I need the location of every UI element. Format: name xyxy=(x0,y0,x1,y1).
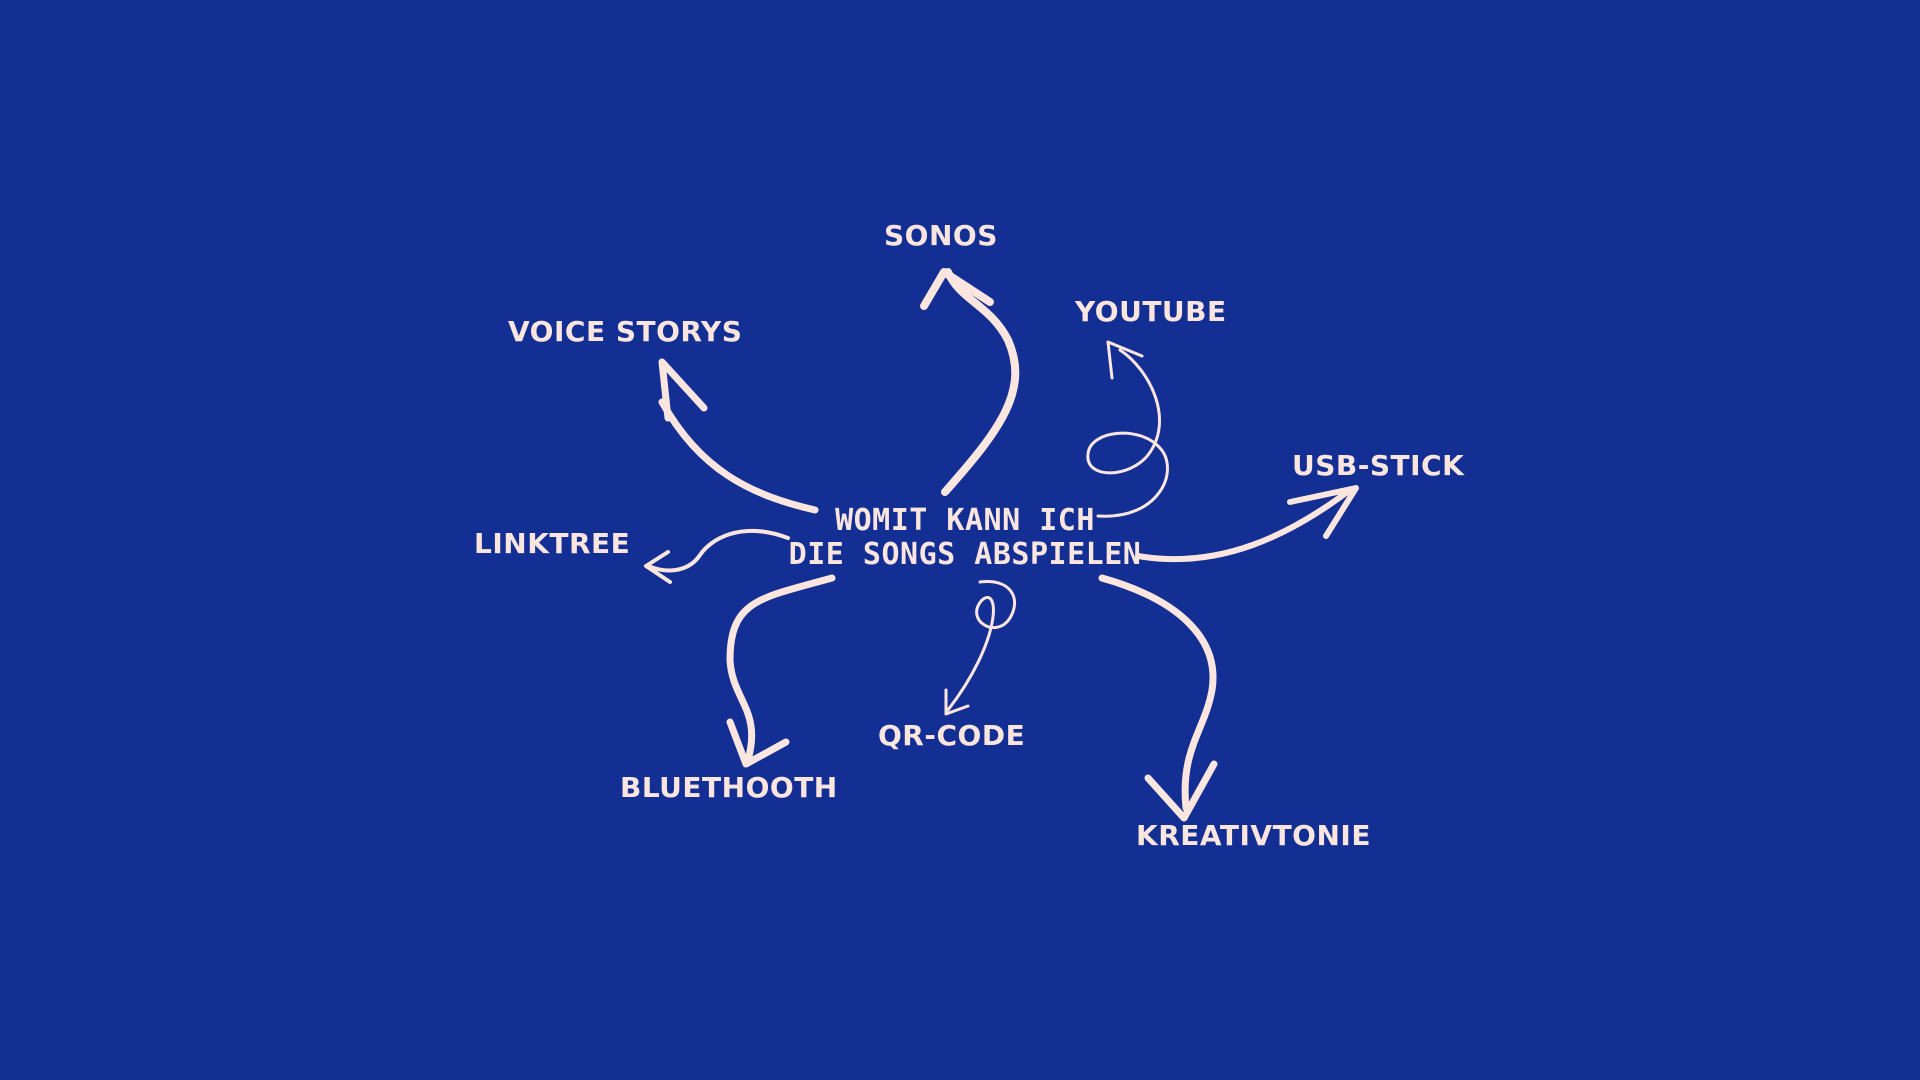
node-kreativtonie: KREATIVTONIE xyxy=(1136,819,1371,852)
arrowhead-kreativtonie xyxy=(1144,760,1218,822)
node-usb-stick: USB-STICK xyxy=(1292,449,1465,482)
arrow-to-sonos xyxy=(941,268,1020,496)
central-question: WOMIT KANN ICH DIE SONGS ABSPIELEN xyxy=(780,504,1150,572)
arrow-to-usb-stick xyxy=(1135,487,1353,563)
arrowhead-sonos xyxy=(920,268,994,310)
arrowhead-linktree xyxy=(644,550,672,584)
arrow-to-bluethooth xyxy=(726,574,836,764)
arrow-to-linktree xyxy=(646,528,790,573)
central-question-line-1: WOMIT KANN ICH xyxy=(835,503,1095,538)
arrowhead-usb-stick xyxy=(1287,485,1359,539)
arrow-to-kreativtonie xyxy=(1098,574,1217,812)
node-bluethooth: BLUETHOOTH xyxy=(620,771,838,804)
arrow-to-youtube xyxy=(1086,348,1169,518)
arrowhead-qr-code xyxy=(944,688,970,716)
node-linktree: LINKTREE xyxy=(474,527,631,560)
node-youtube: YOUTUBE xyxy=(1075,295,1227,328)
node-sonos: SONOS xyxy=(884,219,998,252)
arrow-to-voice-storys xyxy=(658,398,819,514)
node-qr-code: QR-CODE xyxy=(878,719,1026,752)
arrowhead-youtube xyxy=(1106,340,1144,380)
node-voice-storys: VOICE STORYS xyxy=(508,315,743,348)
central-question-line-2: DIE SONGS ABSPIELEN xyxy=(788,537,1142,572)
arrowhead-voice-storys xyxy=(658,358,708,422)
arrowhead-bluethooth xyxy=(726,718,790,768)
arrow-to-qr-code xyxy=(946,580,1017,712)
